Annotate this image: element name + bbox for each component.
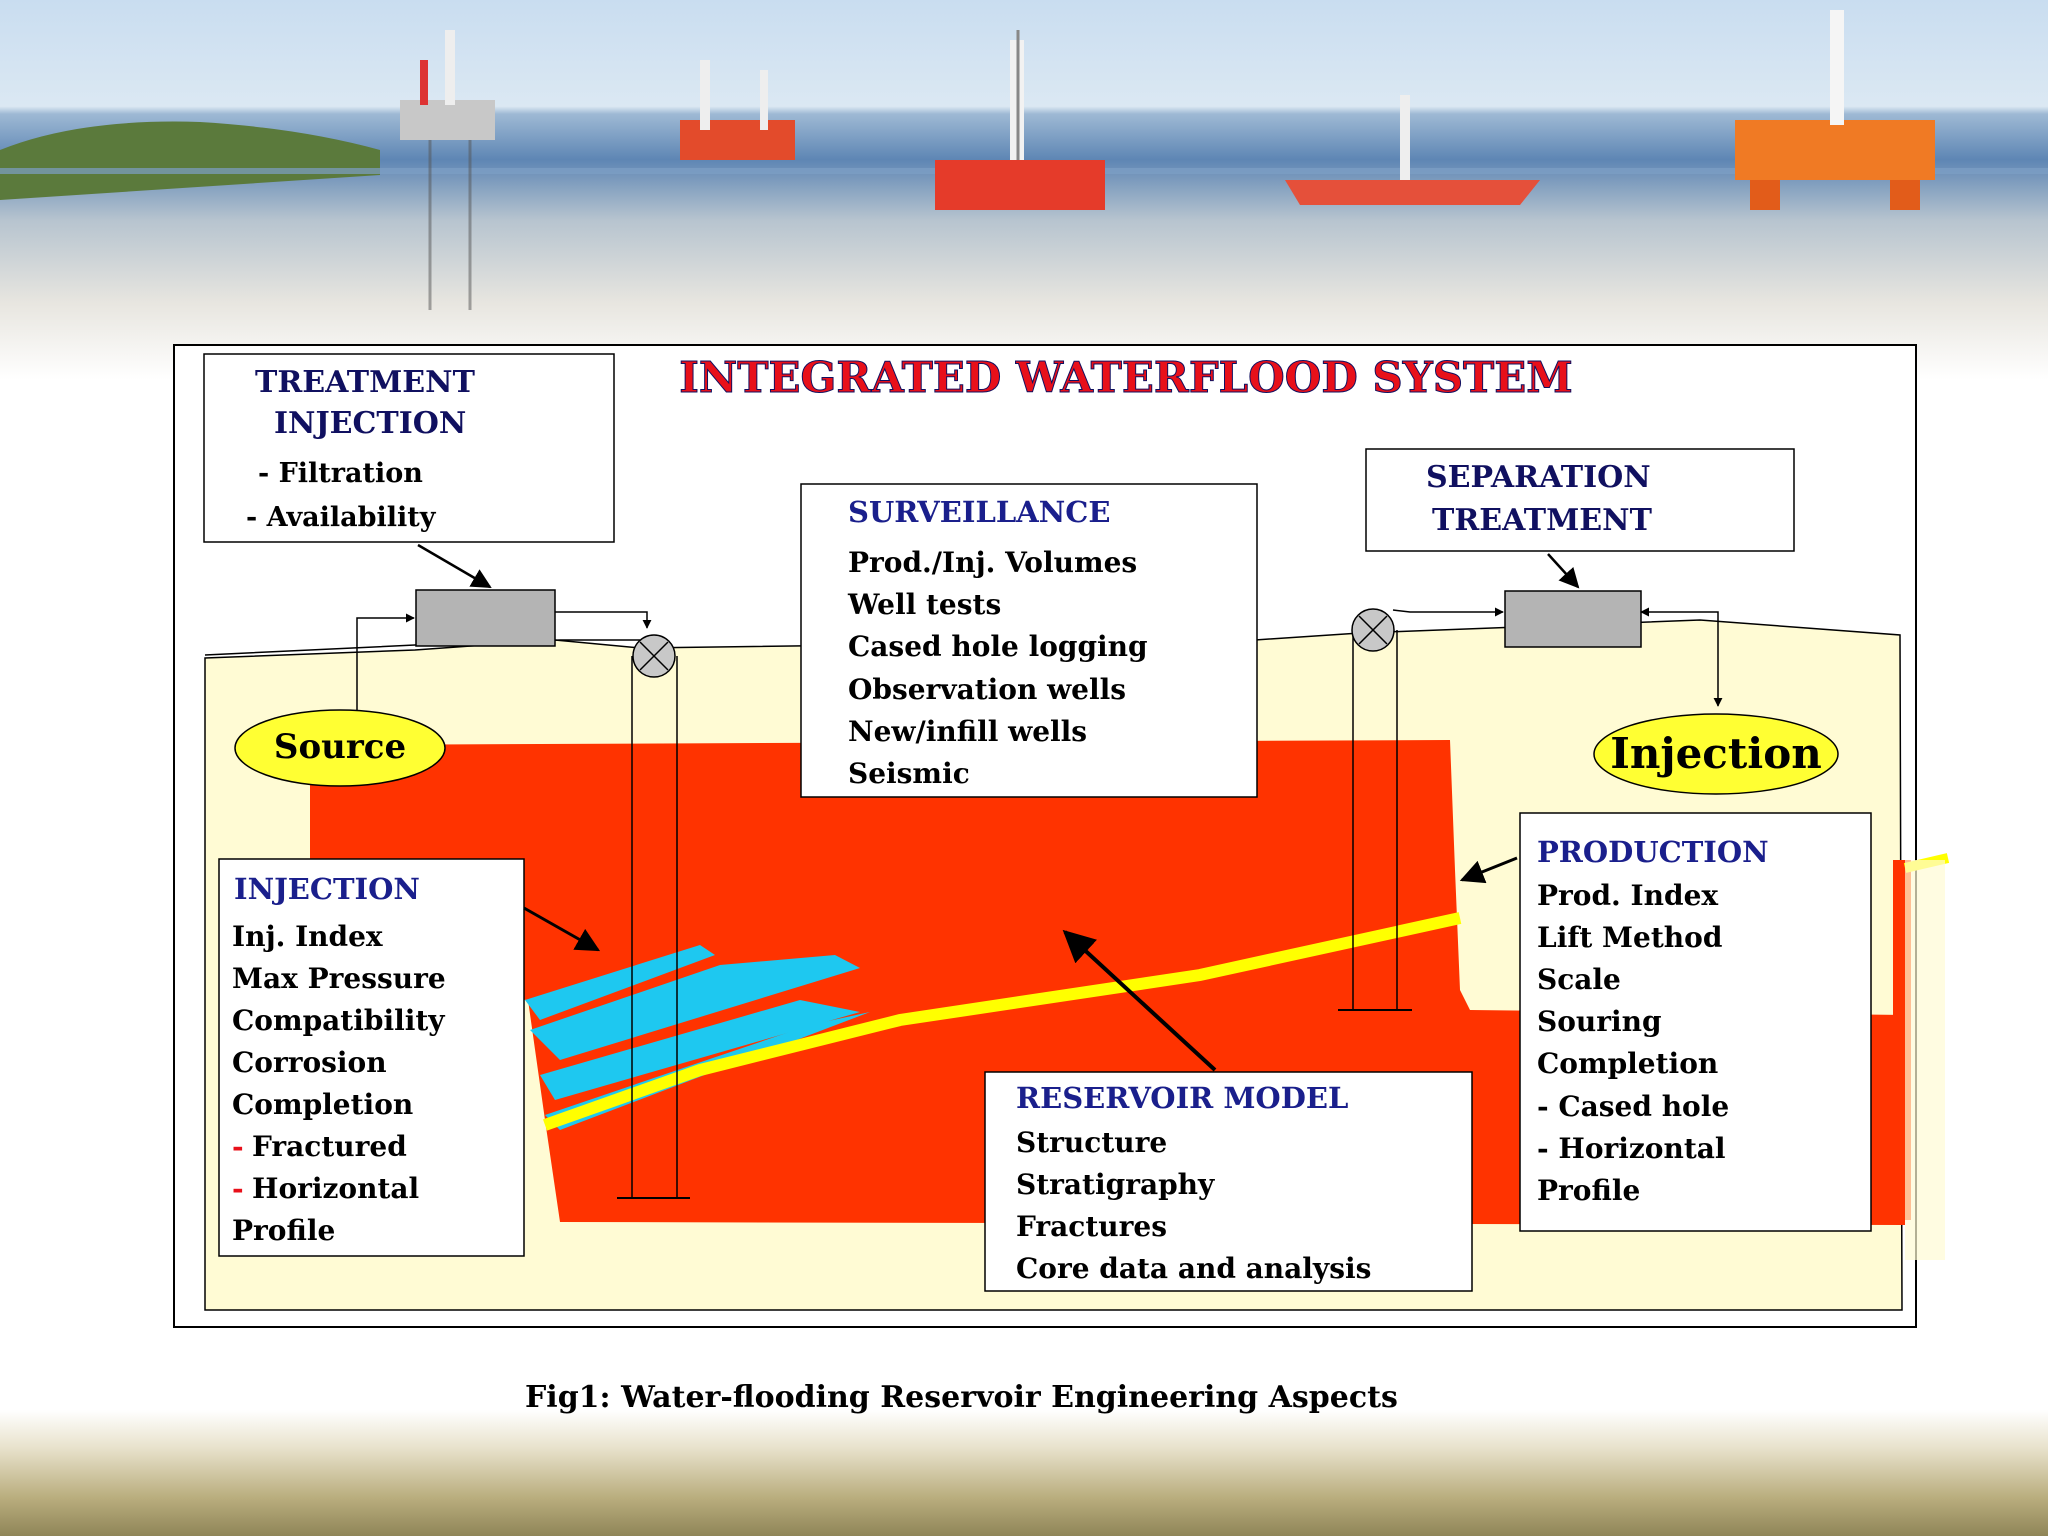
surveillance-item: Seismic: [848, 757, 970, 790]
production-heading: PRODUCTION: [1537, 835, 1769, 869]
injection-item: Inj. Index: [232, 920, 383, 953]
injection-heading: INJECTION: [234, 872, 420, 906]
surveillance-heading: SURVEILLANCE: [848, 495, 1110, 529]
injection-item: Completion: [232, 1088, 413, 1121]
treatment-item: - Filtration: [258, 458, 423, 489]
ground-edge: [1905, 860, 1945, 1260]
separation-title: SEPARATION: [1426, 460, 1651, 495]
treatment-injection-box: TREATMENT INJECTION - Filtration - Avail…: [203, 353, 615, 543]
separation-subtitle: TREATMENT: [1432, 503, 1653, 538]
reservoir-item: Stratigraphy: [1016, 1168, 1215, 1201]
injection-item: Max Pressure: [232, 962, 446, 995]
treatment-arrow: [417, 543, 492, 589]
treatment-subtitle: INJECTION: [274, 406, 466, 441]
injection-ellipse: [1593, 713, 1839, 795]
injection-well: [617, 634, 690, 1199]
surveillance-item: Observation wells: [848, 673, 1126, 706]
surveillance-item: New/infill wells: [848, 715, 1087, 748]
oil-water-contact-line: [542, 912, 1462, 1131]
production-box: PRODUCTION Prod. Index Lift Method Scale…: [1519, 812, 1872, 1232]
production-pipe: [1392, 607, 1504, 617]
surveillance-box: SURVEILLANCE Prod./Inj. Volumes Well tes…: [800, 483, 1258, 798]
reservoir-item: Core data and analysis: [1016, 1252, 1371, 1285]
injection-sub-item: Horizontal: [252, 1172, 419, 1205]
coastline-hill: [0, 121, 380, 200]
injection-item: Corrosion: [232, 1046, 387, 1079]
reservoir-item: Fractures: [1016, 1210, 1167, 1243]
separation-facility-block: [1504, 590, 1642, 648]
production-item: - Cased hole: [1537, 1090, 1729, 1123]
production-well: [1338, 608, 1412, 1011]
treatment-title: TREATMENT: [255, 365, 476, 400]
banner-scenery: [0, 10, 2048, 310]
source-label: Source: [274, 727, 406, 767]
source-pipe: [352, 613, 415, 721]
injection-arrow: [523, 906, 601, 952]
injection-facility-block: [415, 589, 556, 647]
injection-sub-prefix: -: [232, 1172, 244, 1205]
separation-arrow: [1547, 553, 1580, 589]
diagram-title: INTEGRATED WATERFLOOD SYSTEM: [679, 353, 1573, 402]
reservoir-layer: [310, 740, 1908, 1225]
drillship-icon: [1285, 95, 1540, 205]
reinjection-pipe: [1640, 607, 1723, 707]
reservoir-item: Structure: [1016, 1126, 1167, 1159]
landscape-footer-banner: [0, 1410, 2048, 1536]
production-item: Souring: [1537, 1005, 1662, 1038]
source-ellipse: [234, 709, 446, 787]
production-arrow: [1459, 856, 1518, 884]
injection-sub-prefix: -: [232, 1130, 244, 1163]
injection-box: INJECTION Inj. Index Max Pressure Compat…: [218, 858, 525, 1257]
treatment-item: - Availability: [246, 502, 437, 533]
injection-label: Injection: [1610, 729, 1822, 778]
production-item: Scale: [1537, 963, 1621, 996]
figure-caption: Fig1: Water-flooding Reservoir Engineeri…: [525, 1380, 1398, 1415]
tension-leg-platform-icon: [1735, 10, 1935, 210]
surveillance-item: Well tests: [847, 588, 1001, 621]
surveillance-item: Prod./Inj. Volumes: [848, 546, 1137, 579]
reservoir-heading: RESERVOIR MODEL: [1016, 1081, 1348, 1115]
platform-icon: [400, 30, 495, 310]
injection-item: Compatibility: [232, 1004, 445, 1037]
production-item: Profile: [1537, 1174, 1640, 1207]
production-item: - Horizontal: [1537, 1132, 1726, 1165]
reservoir-model-box: RESERVOIR MODEL Structure Stratigraphy F…: [984, 1071, 1473, 1292]
injection-sub-item: Fractured: [252, 1130, 407, 1163]
production-item: Lift Method: [1537, 921, 1722, 954]
jackup-rig-icon: [680, 60, 795, 160]
production-item: Prod. Index: [1537, 879, 1718, 912]
production-item: Completion: [1537, 1047, 1718, 1080]
separation-treatment-box: SEPARATION TREATMENT: [1365, 448, 1795, 552]
surveillance-item: Cased hole logging: [848, 630, 1148, 663]
reservoir-arrow: [1062, 929, 1217, 1072]
injection-pipe: [555, 611, 652, 629]
injection-item: Profile: [232, 1214, 335, 1247]
semisubmersible-rig-icon: [935, 30, 1105, 210]
